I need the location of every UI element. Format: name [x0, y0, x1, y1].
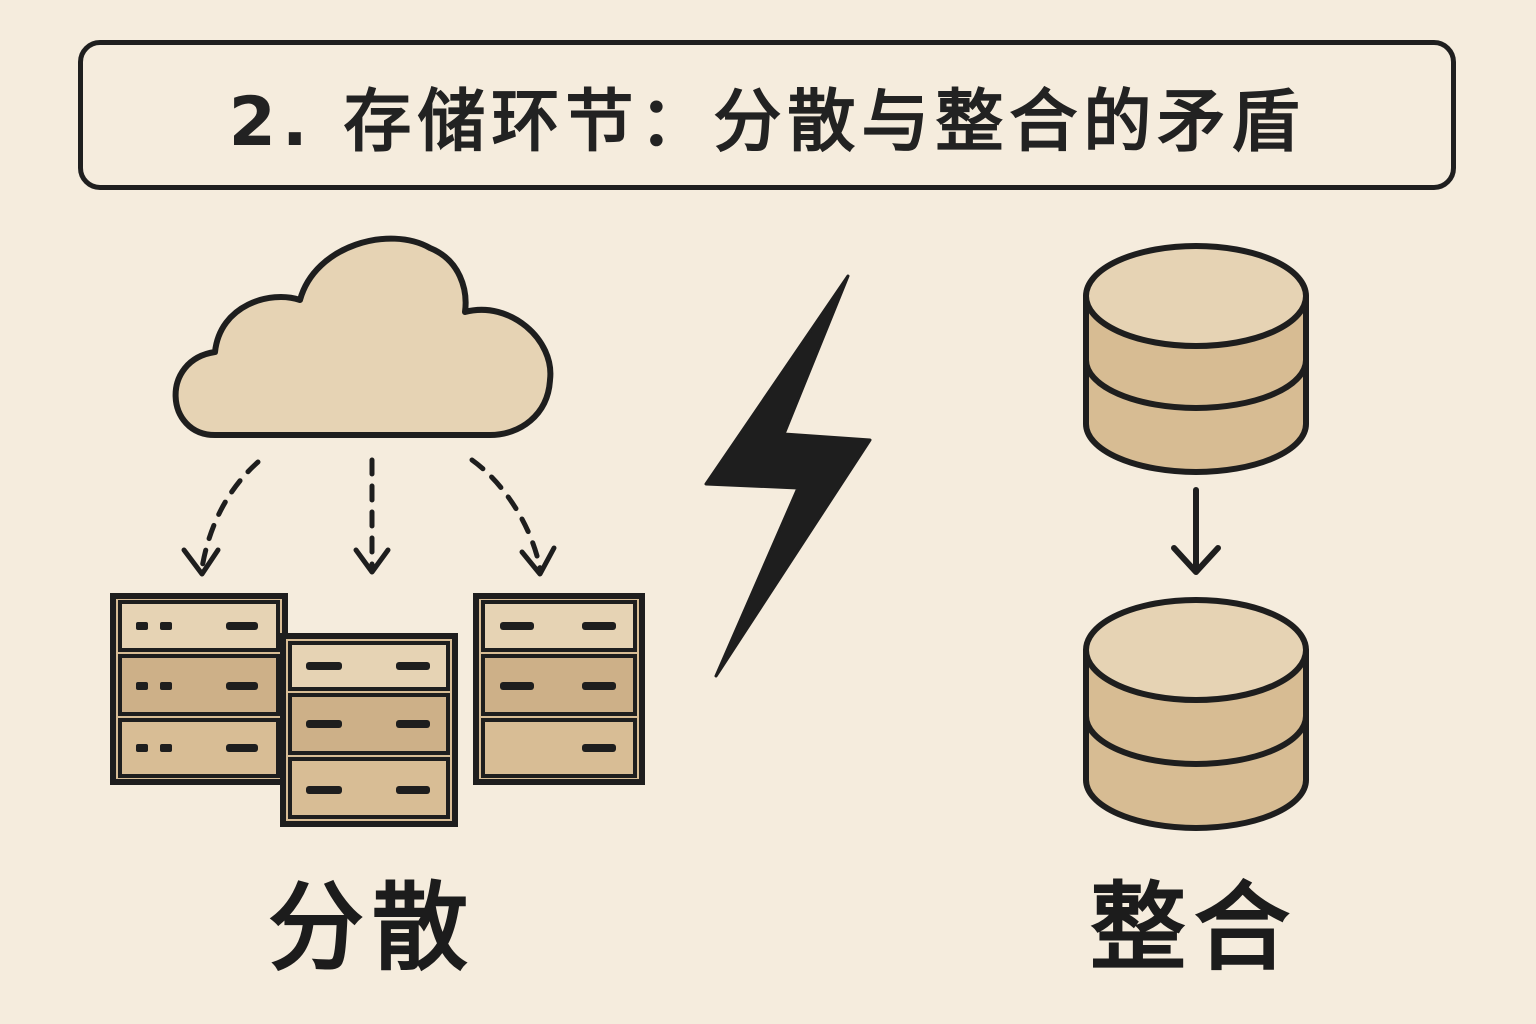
label-integrated: 整合 — [1090, 872, 1298, 984]
server-rack-right — [473, 593, 645, 785]
server-rack-left — [110, 593, 288, 785]
dashed-arrow-left — [181, 459, 261, 577]
title-box: 2. 存储环节：分散与整合的矛盾 — [78, 40, 1456, 190]
page-title: 2. 存储环节：分散与整合的矛盾 — [228, 82, 1306, 162]
server-rack-middle — [280, 633, 458, 827]
dashed-arrow-right — [469, 457, 557, 577]
cloud-icon — [172, 235, 554, 438]
label-distributed: 分散 — [268, 872, 476, 984]
database-icon-top — [1083, 243, 1309, 475]
arrow-down-icon — [1171, 487, 1221, 575]
dashed-arrow-middle — [353, 457, 391, 575]
lightning-bolt-icon — [704, 274, 872, 678]
database-icon-bottom — [1083, 597, 1309, 831]
